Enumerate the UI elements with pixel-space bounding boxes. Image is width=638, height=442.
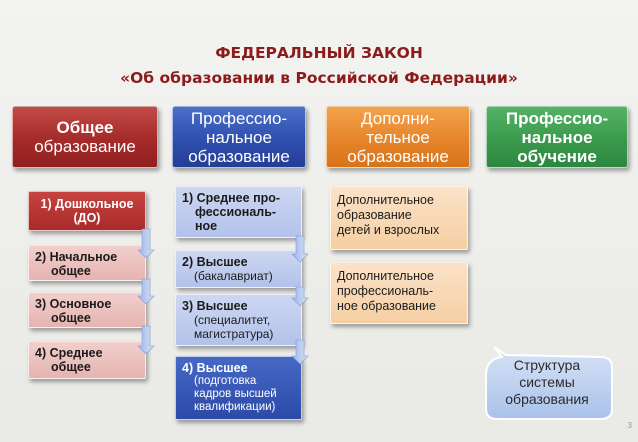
general-level-primary: 2) Начальное общее bbox=[28, 245, 146, 281]
header-additional-education: Дополни- тельное образование bbox=[326, 106, 470, 168]
header-line: нальное bbox=[206, 127, 272, 147]
callout-bubble bbox=[485, 347, 613, 420]
header-professional-education: Профессио- нальное образование bbox=[172, 106, 306, 168]
level-label: 3) Высшее bbox=[182, 299, 248, 313]
callout-line: системы bbox=[519, 374, 575, 390]
callout-line: Структура bbox=[513, 357, 581, 373]
page-number: 3 bbox=[627, 421, 632, 430]
header-line: образование bbox=[34, 137, 136, 156]
professional-level-postgraduate: 4) Высшее (подготовка кадров высшей квал… bbox=[175, 356, 302, 420]
level-label: 2) Высшее bbox=[182, 255, 248, 269]
header-line: обучение bbox=[517, 146, 597, 166]
level-sublabel: (бакалавриат) bbox=[194, 269, 273, 283]
level-label: общее bbox=[51, 360, 91, 374]
additional-professional: Дополнительное профессиональ- ное образо… bbox=[330, 262, 468, 324]
header-line: Общее bbox=[56, 118, 114, 137]
header-line: нальное bbox=[521, 127, 593, 147]
down-arrow-icon bbox=[137, 228, 155, 259]
title-line-1: ФЕДЕРАЛЬНЫЙ ЗАКОН bbox=[215, 44, 423, 62]
level-sublabel: кадров высшей bbox=[194, 388, 277, 400]
level-label: общее bbox=[51, 264, 91, 278]
professional-level-specialist: 3) Высшее (специалитет, магистратура) bbox=[175, 294, 302, 346]
down-arrow-icon bbox=[291, 286, 309, 307]
general-level-secondary: 4) Среднее общее bbox=[28, 341, 146, 379]
down-arrow-icon bbox=[291, 235, 309, 263]
professional-level-bachelor: 2) Высшее (бакалавриат) bbox=[175, 250, 302, 288]
general-level-basic: 3) Основное общее bbox=[28, 292, 146, 328]
header-line: Профессио- bbox=[505, 108, 609, 128]
additional-label: ное образование bbox=[337, 299, 436, 313]
level-label: 4) Высшее bbox=[182, 361, 248, 375]
level-label: фессиональ- bbox=[195, 205, 277, 219]
level-label: ное bbox=[195, 219, 218, 233]
additional-children-adults: Дополнительное образование детей и взрос… bbox=[330, 186, 468, 250]
additional-label: детей и взрослых bbox=[337, 223, 440, 237]
down-arrow-icon bbox=[291, 339, 309, 365]
header-line: Профессио- bbox=[190, 108, 288, 128]
callout-line: образования bbox=[505, 391, 589, 407]
header-line: образование bbox=[188, 146, 290, 166]
level-label: 1) Дошкольное bbox=[40, 197, 134, 211]
header-professional-training: Профессио- нальное обучение bbox=[486, 106, 628, 168]
additional-label: образование bbox=[337, 208, 412, 222]
header-line: Дополни- bbox=[361, 108, 435, 128]
level-label: (ДО) bbox=[73, 211, 101, 225]
title-line-2: «Об образовании в Российской Федерации» bbox=[120, 69, 518, 87]
header-line: тельное bbox=[366, 127, 430, 147]
level-label: 2) Начальное bbox=[35, 250, 118, 264]
down-arrow-icon bbox=[137, 278, 155, 305]
general-level-preschool: 1) Дошкольное (ДО) bbox=[28, 191, 146, 231]
header-line: образование bbox=[347, 146, 449, 166]
level-label: 1) Среднее про- bbox=[182, 191, 281, 205]
header-general-education: Общее образование bbox=[12, 106, 158, 168]
additional-label: Дополнительное bbox=[337, 193, 434, 207]
level-sublabel: (подготовка bbox=[194, 375, 257, 387]
level-sublabel: квалификации) bbox=[194, 401, 276, 413]
level-label: 4) Среднее bbox=[35, 346, 103, 360]
additional-label: Дополнительное bbox=[337, 269, 434, 283]
professional-level-secondary: 1) Среднее про- фессиональ- ное bbox=[175, 186, 302, 238]
level-label: 3) Основное bbox=[35, 297, 112, 311]
level-label: общее bbox=[51, 311, 91, 325]
level-sublabel: магистратура) bbox=[194, 327, 274, 341]
additional-label: профессиональ- bbox=[337, 284, 434, 298]
callout-text: Структура системы образования bbox=[482, 357, 612, 408]
level-sublabel: (специалитет, bbox=[194, 313, 271, 327]
down-arrow-icon bbox=[137, 325, 155, 355]
